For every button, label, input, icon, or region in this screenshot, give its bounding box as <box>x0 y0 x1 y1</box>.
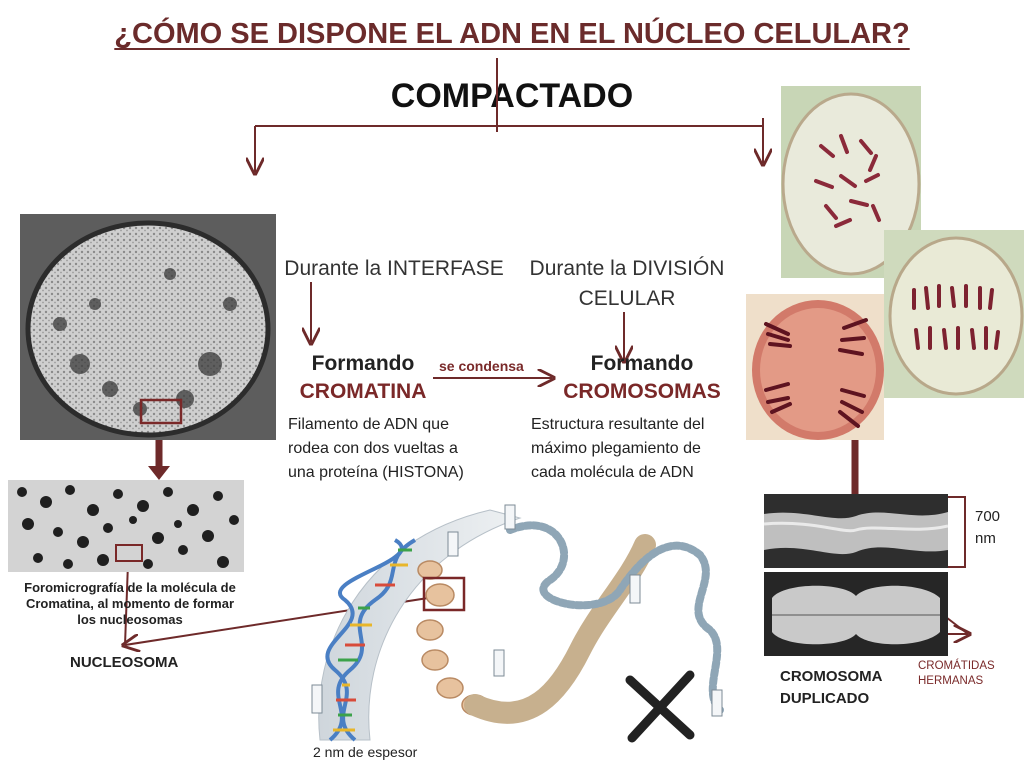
mitosis-photo-anaphase-svg <box>746 294 884 440</box>
sem-chromosome-top <box>764 494 948 568</box>
cromosoma-duplicado-label: CROMOSOMA DUPLICADO <box>780 666 883 710</box>
micrograph-caption: Foromicrografía de la molécula de Cromat… <box>10 580 250 628</box>
cromosomas-description: Estructura resultante del máximo plegami… <box>531 413 741 485</box>
nucleosome-micrograph-svg <box>8 480 244 572</box>
cromatina-desc-line: rodea con dos vueltas a <box>288 440 458 457</box>
mitosis-photo-prophase-svg <box>781 86 921 278</box>
dna-compaction-svg <box>311 504 724 743</box>
sem-chromosome-bottom <box>764 572 948 656</box>
cromatidas-label-line1: CROMÁTIDAS <box>918 660 995 672</box>
scale-label-value: 700 <box>975 508 1001 525</box>
main-term-compactado: COMPACTADO <box>390 77 634 115</box>
thick-arrowhead-left <box>148 466 170 480</box>
scale-bracket <box>948 496 966 568</box>
diagram-title: ¿CÓMO SE DISPONE EL ADN EN EL NÚCLEO CEL… <box>114 18 910 50</box>
cromosomas-desc-line: Estructura resultante del <box>531 416 705 433</box>
sem-chromosome-top-svg <box>764 494 948 568</box>
division-label-line1: Durante la DIVISIÓN <box>529 257 725 280</box>
forming-cromosomas: Formando <box>590 352 694 375</box>
thickness-label: 2 nm de espesor <box>313 744 418 760</box>
micrograph-caption-line: Cromatina, al momento de formar <box>25 596 235 611</box>
cromatina-term: Formando CROMATINA <box>283 350 443 406</box>
cromatidas-hermanas-label: CROMÁTIDAS HERMANAS <box>918 659 995 689</box>
scale-label-unit: nm <box>975 530 996 547</box>
scale-label: 700 nm <box>975 506 1000 550</box>
line-from-micrograph <box>124 562 129 646</box>
mitosis-photo-prophase <box>781 86 921 278</box>
cromatina-desc-line: Filamento de ADN que <box>288 416 449 433</box>
cromatidas-label-line2: HERMANAS <box>918 675 984 687</box>
cromatina-desc-line: una proteína (HISTONA) <box>288 464 464 481</box>
cromosoma-label-line2: DUPLICADO <box>780 690 870 707</box>
cromosomas-desc-line: máximo plegamiento de <box>531 440 701 457</box>
condense-label: se condensa <box>439 358 524 374</box>
nucleosoma-label: NUCLEOSOMA <box>70 654 179 671</box>
division-label-line2: CELULAR <box>578 287 676 310</box>
interphase-label: Durante la INTERFASE <box>284 257 504 280</box>
forming-cromatina: Formando <box>311 352 415 375</box>
mitosis-photo-anaphase <box>746 294 884 440</box>
micrograph-caption-line: Foromicrografía de la molécula de <box>24 580 236 595</box>
cromatina-description: Filamento de ADN que rodea con dos vuelt… <box>288 413 498 485</box>
division-label: Durante la DIVISIÓN CELULAR <box>516 254 738 314</box>
nucleus-micrograph <box>20 214 276 440</box>
mitosis-photo-metaphase-svg <box>884 230 1024 398</box>
micrograph-caption-line: los nucleosomas <box>77 612 183 627</box>
cromosomas-term: Formando CROMOSOMAS <box>552 350 732 406</box>
nucleosome-micrograph <box>8 480 244 572</box>
mitosis-photo-metaphase <box>884 230 1024 398</box>
sem-chromosome-bottom-svg <box>764 572 948 656</box>
cromosoma-label-line1: CROMOSOMA <box>780 668 883 685</box>
nucleus-micrograph-svg <box>20 214 276 440</box>
cromosomas-desc-line: cada molécula de ADN <box>531 464 694 481</box>
dna-compaction-illustration <box>300 500 740 748</box>
cromosomas-label: CROMOSOMAS <box>563 380 721 403</box>
cromatina-label: CROMATINA <box>299 380 427 403</box>
